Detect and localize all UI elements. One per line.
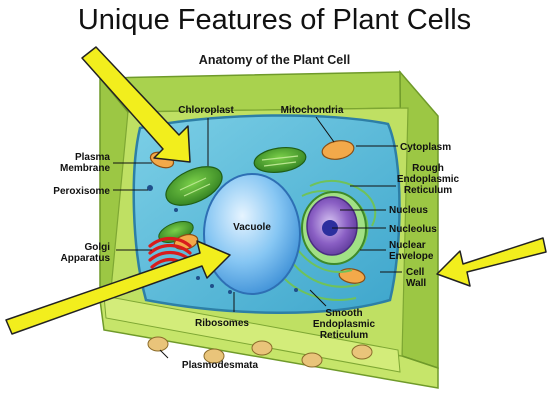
labels: Chloroplast Mitochondria Plasma Membrane… (53, 105, 459, 371)
label-nuclear-envelope-2: Envelope (389, 251, 434, 262)
label-cytoplasm: Cytoplasm (400, 142, 451, 153)
label-nucleolus: Nucleolus (389, 224, 437, 235)
label-nucleus: Nucleus (389, 205, 428, 216)
diagram-title: Anatomy of the Plant Cell (198, 53, 351, 67)
label-plasma-membrane-1: Plasma (75, 152, 110, 163)
label-rough-er-1: Rough (412, 163, 444, 174)
label-nuclear-envelope-1: Nuclear (389, 240, 426, 251)
label-smooth-er-2: Endoplasmic (313, 319, 376, 330)
leader-lines (113, 116, 402, 359)
nucleolus-body (322, 220, 338, 236)
label-rough-er-2: Endoplasmic (397, 174, 460, 185)
label-vacuole: Vacuole (233, 222, 271, 233)
ribosome-dots (147, 185, 298, 294)
label-plasma-membrane-2: Membrane (60, 163, 110, 174)
label-ribosomes: Ribosomes (195, 318, 249, 329)
label-golgi-1: Golgi (84, 242, 110, 253)
highlight-arrows (5, 46, 547, 335)
label-chloroplast: Chloroplast (178, 105, 234, 116)
label-cell-wall-1: Cell (406, 267, 425, 278)
arrow-to-chloroplast (81, 46, 191, 163)
label-plasmodesmata: Plasmodesmata (182, 360, 259, 371)
vacuole (203, 173, 301, 295)
arrow-to-vacuole (5, 240, 231, 335)
label-smooth-er-1: Smooth (325, 308, 362, 319)
label-peroxisome: Peroxisome (53, 186, 110, 197)
label-smooth-er-3: Reticulum (320, 330, 368, 341)
label-rough-er-3: Reticulum (404, 185, 452, 196)
label-golgi-2: Apparatus (61, 253, 111, 264)
label-mitochondria: Mitochondria (281, 105, 344, 116)
arrow-to-cell-wall (436, 237, 547, 287)
slide-title: Unique Features of Plant Cells (77, 4, 472, 36)
chloroplasts (158, 146, 307, 243)
label-cell-wall-2: Wall (406, 278, 426, 289)
plasmodesmata (147, 336, 373, 368)
